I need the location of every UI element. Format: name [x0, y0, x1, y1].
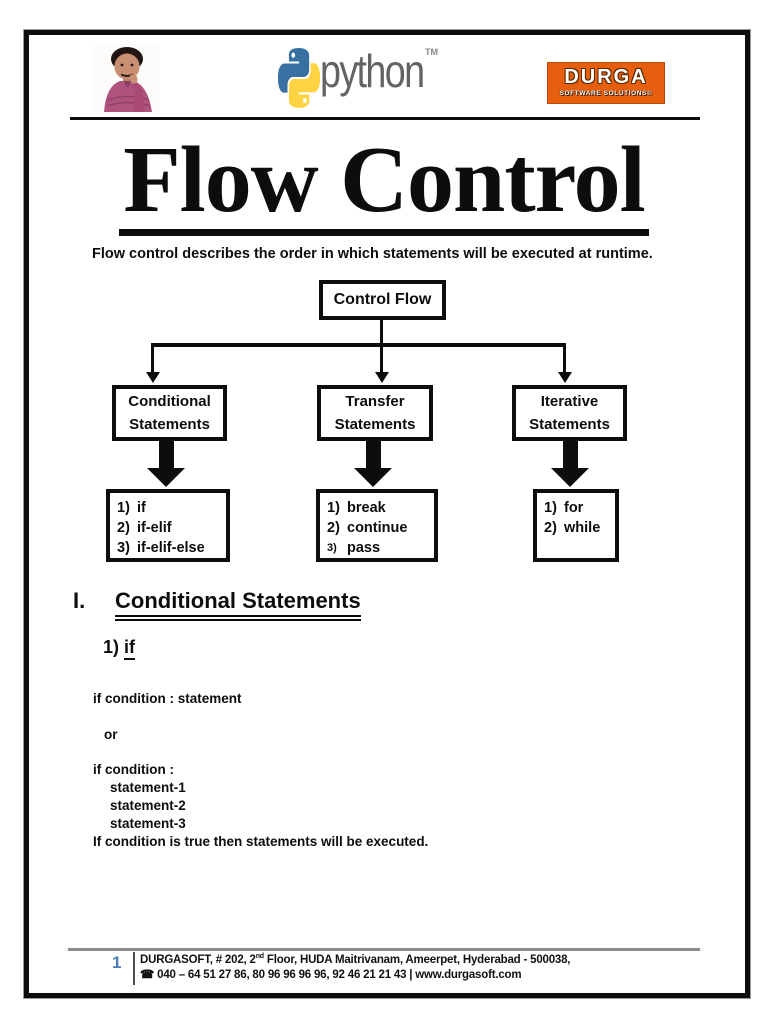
syntax-line: statement-2	[110, 798, 186, 813]
flowchart-branch-iterative: Iterative Statements	[512, 385, 627, 441]
footer-vertical-bar	[133, 952, 135, 985]
page-title: Flow Control	[119, 133, 649, 236]
footer-divider	[68, 948, 700, 951]
python-trademark: TM	[425, 47, 438, 57]
branch-label-line1: Iterative	[540, 392, 599, 410]
connector-root-stem	[380, 318, 383, 345]
branch-label-line2: Statements	[129, 416, 210, 433]
list-item: 2)continue	[327, 519, 408, 536]
section-numeral: I.	[73, 588, 86, 613]
iterative-items-box: 1)for 2)while	[533, 489, 619, 562]
footer-line2: ☎ 040 – 64 51 27 86, 80 96 96 96 96, 92 …	[140, 968, 522, 981]
list-item: 1)break	[327, 500, 386, 516]
connector-right-drop	[563, 343, 566, 373]
durga-logo: DURGA SOFTWARE SOLUTIONS©	[547, 62, 665, 104]
list-item: 2)if-elif	[117, 519, 172, 536]
python-logo-icon	[278, 48, 320, 108]
syntax-line: or	[104, 727, 118, 742]
footer-address: DURGASOFT, # 202, 2nd Floor, HUDA Maitri…	[140, 952, 570, 983]
durga-logo-subtitle: SOFTWARE SOLUTIONS©	[559, 90, 653, 97]
flowchart-branch-conditional: Conditional Statements	[112, 385, 227, 441]
syntax-line: statement-1	[110, 780, 186, 795]
syntax-line: if condition : statement	[93, 691, 242, 706]
page-title-wrap: Flow Control	[0, 133, 768, 236]
subsection-keyword: if	[124, 637, 136, 660]
connector-center-drop	[380, 343, 383, 373]
subsection-heading: 1)if	[103, 637, 136, 660]
arrowhead-left-icon	[146, 372, 160, 383]
list-item: 2)while	[544, 519, 601, 536]
phone-icon: ☎	[140, 968, 155, 981]
subsection-number: 1)	[103, 637, 120, 657]
connector-horizontal	[151, 343, 566, 347]
description-line: If condition is true then statements wil…	[93, 834, 429, 849]
python-logo-wordmark: python	[320, 45, 425, 97]
instructor-photo	[94, 44, 160, 112]
syntax-line: statement-3	[110, 816, 186, 831]
connector-left-drop	[151, 343, 154, 373]
list-item: 3)if-elif-else	[117, 539, 205, 556]
transfer-items-box: 1)break 2)continue 3)pass	[316, 489, 438, 562]
branch-label-line1: Conditional	[128, 392, 211, 410]
arrowhead-center-icon	[375, 372, 389, 383]
header-divider	[70, 117, 700, 120]
syntax-line: if condition :	[93, 762, 174, 777]
section-heading: Conditional Statements	[115, 588, 361, 621]
branch-label-line2: Statements	[529, 416, 610, 433]
block-arrow-center-icon	[354, 441, 392, 487]
branch-label-line2: Statements	[334, 416, 416, 433]
page-border-frame	[24, 30, 750, 998]
arrowhead-right-icon	[558, 372, 572, 383]
flowchart-root-box: Control Flow	[319, 280, 446, 320]
list-item: 1)if	[117, 500, 146, 516]
conditional-items-box: 1)if 2)if-elif 3)if-elif-else	[106, 489, 230, 562]
list-item: 3)pass	[327, 539, 381, 556]
list-item: 1)for	[544, 500, 584, 516]
block-arrow-left-icon	[147, 441, 185, 487]
flowchart-branch-transfer: Transfer Statements	[317, 385, 433, 441]
branch-label-line1: Transfer	[345, 392, 405, 410]
page-number: 1	[112, 953, 122, 972]
footer-line1: DURGASOFT, # 202, 2nd Floor, HUDA Maitri…	[140, 953, 571, 966]
intro-text: Flow control describes the order in whic…	[92, 246, 653, 262]
durga-logo-title: DURGA	[564, 66, 648, 88]
block-arrow-right-icon	[551, 441, 589, 487]
